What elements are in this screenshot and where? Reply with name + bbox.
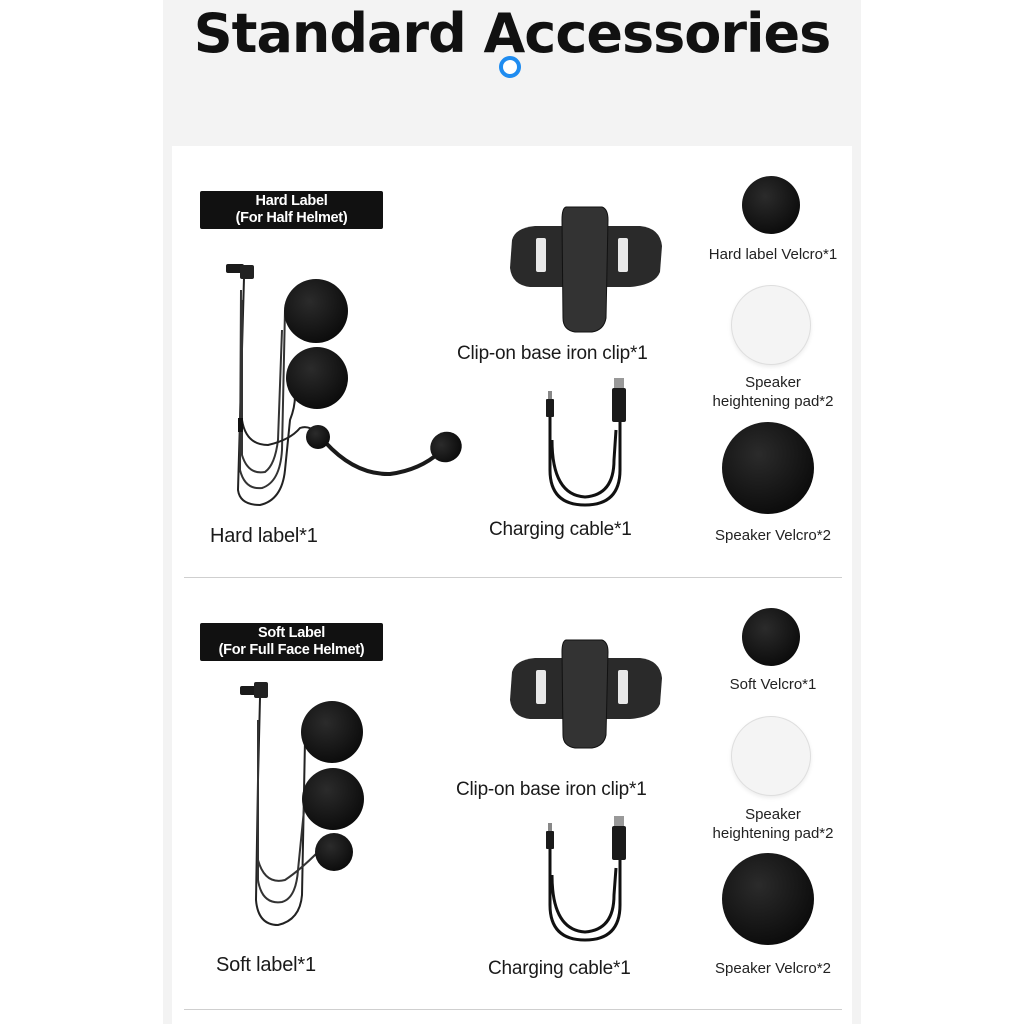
page-title: Standard Accessories <box>193 2 832 65</box>
clip-label: Clip-on base iron clip*1 <box>457 343 648 364</box>
soft-label-caption: Soft label*1 <box>216 954 316 976</box>
soft-label-mic <box>315 833 353 871</box>
pad-line-2: heightening pad*2 <box>712 825 834 842</box>
speaker-velcro-image <box>722 853 814 945</box>
speaker-velcro-label: Speaker Velcro*2 <box>715 527 831 544</box>
speaker-pad-image <box>731 285 811 365</box>
hard-label-mic-base <box>306 425 330 449</box>
pad-line-2: heightening pad*2 <box>712 393 834 410</box>
hard-label-caption: Hard label*1 <box>210 525 318 547</box>
tag-title: Hard Label <box>255 193 328 209</box>
soft-label-speaker-top <box>301 701 363 763</box>
cable-label: Charging cable*1 <box>488 958 631 979</box>
cable-label: Charging cable*1 <box>489 519 632 540</box>
speaker-pad-label: Speaker heightening pad*2 <box>690 805 856 843</box>
tag-subtitle: (For Full Face Helmet) <box>218 642 365 658</box>
carousel-indicator-icon[interactable] <box>499 56 521 78</box>
soft-velcro-label: Soft Velcro*1 <box>729 676 817 693</box>
hard-label-velcro-image <box>742 176 800 234</box>
speaker-pad-label: Speaker heightening pad*2 <box>690 373 856 411</box>
pad-line-1: Speaker <box>745 806 801 823</box>
soft-label-speaker-bottom <box>302 768 364 830</box>
soft-velcro-image <box>742 608 800 666</box>
section-divider <box>184 1009 842 1010</box>
clip-label: Clip-on base iron clip*1 <box>456 779 647 800</box>
speaker-velcro-label: Speaker Velcro*2 <box>715 960 831 977</box>
hard-label-velcro-label: Hard label Velcro*1 <box>708 246 838 263</box>
pad-line-1: Speaker <box>745 374 801 391</box>
tag-subtitle: (For Half Helmet) <box>235 210 348 226</box>
hard-label-speaker-bottom <box>286 347 348 409</box>
tag-title: Soft Label <box>257 625 326 641</box>
soft-label-tag: Soft Label (For Full Face Helmet) <box>200 623 383 661</box>
section-divider <box>184 577 842 578</box>
hard-label-tag: Hard Label (For Half Helmet) <box>200 191 383 229</box>
speaker-velcro-image <box>722 422 814 514</box>
hard-label-speaker-top <box>284 279 348 343</box>
speaker-pad-image <box>731 716 811 796</box>
